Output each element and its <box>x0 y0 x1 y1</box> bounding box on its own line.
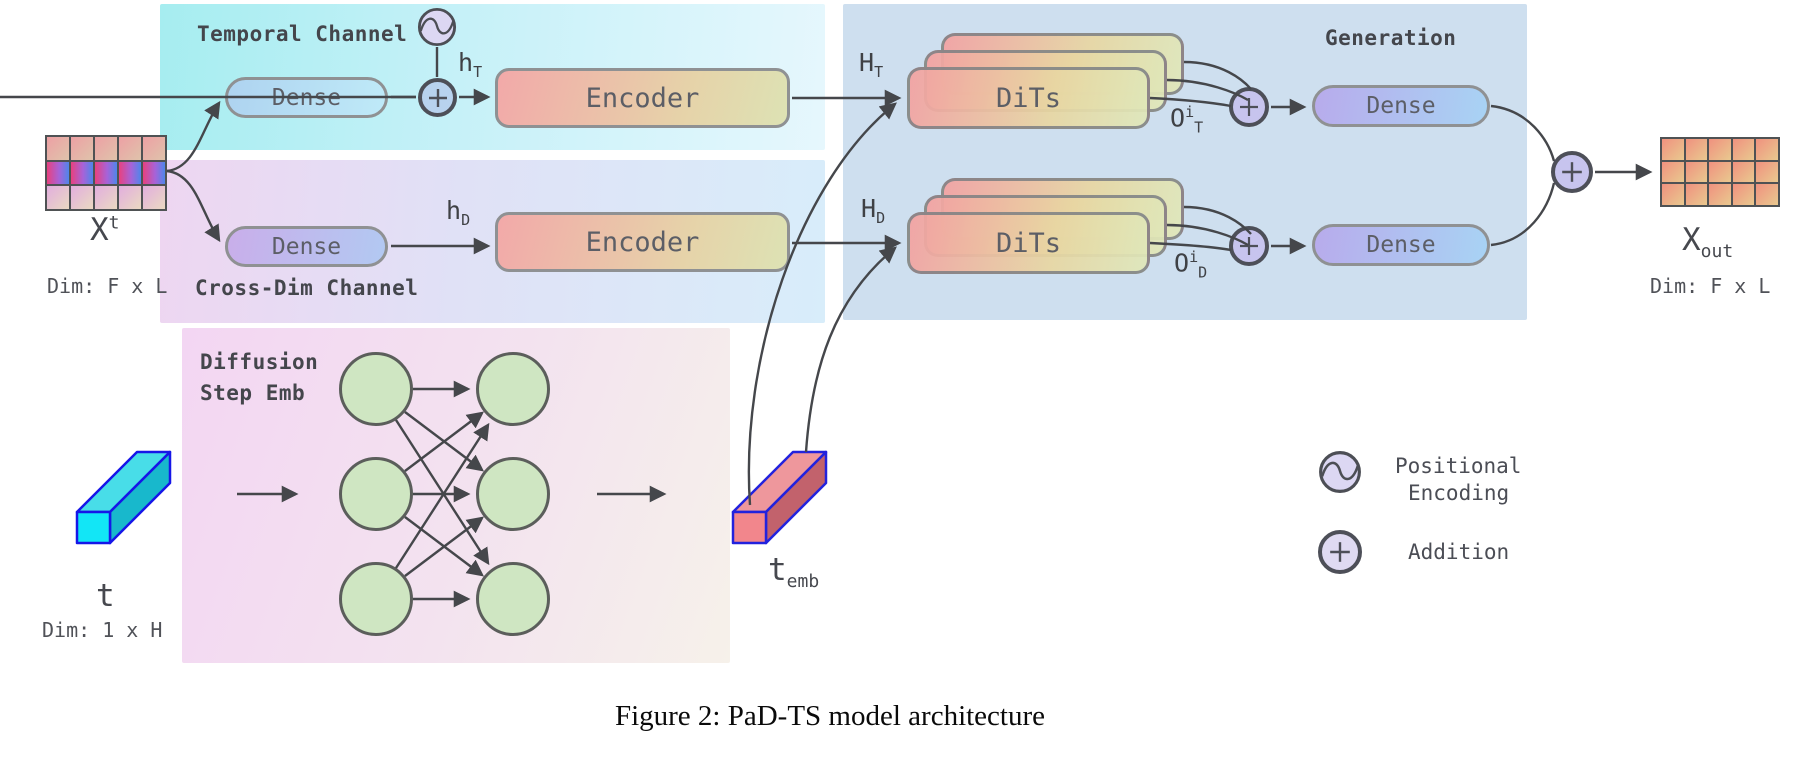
input-grid-cell <box>47 186 69 209</box>
output-grid-cell <box>1685 139 1708 160</box>
mlp-right-node <box>476 562 550 636</box>
dense-gen-bottom-label: Dense <box>1366 232 1436 258</box>
legend-positional-encoding-label-line2: Encoding <box>1408 481 1510 505</box>
output-grid-cell <box>1756 184 1778 205</box>
encoder-crossdim-label: Encoder <box>585 226 700 258</box>
addition-node-final <box>1551 151 1593 193</box>
output-grid-cell <box>1709 184 1731 205</box>
output-grid-cell <box>1709 139 1731 160</box>
dits-temporal-label: DiTs <box>995 82 1062 114</box>
diffusion-title-line2: Step Emb <box>200 381 306 405</box>
dense-temporal-label: Dense <box>271 84 342 111</box>
dits-temporal-node: DiTs <box>907 67 1150 129</box>
input-grid-cell <box>143 161 165 185</box>
mlp-left-node <box>339 352 413 426</box>
output-grid-cell <box>1756 139 1778 160</box>
diffusion-title-line1: Diffusion <box>200 350 319 374</box>
output-grid-cell <box>1685 184 1708 205</box>
dense-crossdim-node: Dense <box>225 226 388 267</box>
input-grid-cell <box>71 186 93 209</box>
H-t-label: HT <box>859 48 884 81</box>
t-emb-label: temb <box>768 552 820 593</box>
h-d-label: hD <box>446 196 471 229</box>
output-grid-cell <box>1709 161 1731 183</box>
input-grid-cell <box>71 137 93 160</box>
encoder-temporal-node: Encoder <box>495 68 790 128</box>
input-grid-cell <box>47 161 69 185</box>
dense-gen-bottom-node: Dense <box>1312 224 1490 266</box>
input-grid-cell <box>95 137 117 160</box>
input-grid-cell <box>95 186 117 209</box>
dense-temporal-node: Dense <box>225 77 388 118</box>
diffusion-step-emb-panel <box>182 328 730 663</box>
input-grid-cell <box>71 161 93 185</box>
input-tensor-grid <box>45 135 167 211</box>
temporal-channel-title: Temporal Channel <box>197 22 408 46</box>
encoder-temporal-label: Encoder <box>585 82 700 114</box>
input-grid-cell <box>119 161 141 185</box>
input-grid-cell <box>47 137 69 160</box>
o-i-d-label: OiD <box>1174 248 1208 282</box>
encoder-crossdim-node: Encoder <box>495 212 790 272</box>
dits-crossdim-label: DiTs <box>995 227 1062 259</box>
dense-crossdim-label: Dense <box>271 233 342 260</box>
input-grid-cell <box>119 186 141 209</box>
h-t-label: hT <box>458 48 483 81</box>
output-dim-label: Dim: F x L <box>1650 274 1771 298</box>
output-label: Xout <box>1682 222 1734 263</box>
o-i-t-label: OiT <box>1170 103 1204 137</box>
t-input-dim-label: Dim: 1 x H <box>42 618 163 642</box>
output-grid-cell <box>1662 139 1684 160</box>
output-grid-cell <box>1662 161 1684 183</box>
plus-icon <box>428 88 447 107</box>
mlp-right-node <box>476 352 550 426</box>
cross-dim-channel-title: Cross-Dim Channel <box>195 276 419 300</box>
output-grid-cell <box>1685 161 1708 183</box>
plus-icon <box>1240 98 1258 116</box>
input-grid-cell <box>119 137 141 160</box>
input-dim-label: Dim: F x L <box>47 274 168 298</box>
mlp-left-node <box>339 562 413 636</box>
H-d-label: HD <box>861 194 886 227</box>
addition-node-temporal <box>418 78 457 117</box>
dits-crossdim-node: DiTs <box>907 212 1150 274</box>
plus-icon <box>1240 237 1258 255</box>
legend-positional-encoding-label-line1: Positional <box>1395 454 1522 478</box>
addition-node-gen-bottom <box>1229 226 1269 266</box>
t-input-bar <box>75 450 172 545</box>
t-input-label: t <box>96 578 115 614</box>
legend-addition-label: Addition <box>1408 540 1510 564</box>
output-grid-cell <box>1756 161 1778 183</box>
input-grid-cell <box>143 137 165 160</box>
t-emb-bar <box>731 450 828 545</box>
generation-title: Generation <box>1325 26 1457 50</box>
plus-icon <box>1330 542 1350 562</box>
mlp-left-node <box>339 457 413 531</box>
input-grid-cell <box>143 186 165 209</box>
output-grid-cell <box>1662 184 1684 205</box>
input-grid-cell <box>95 161 117 185</box>
mlp-right-node <box>476 457 550 531</box>
input-label: Xt <box>90 212 120 248</box>
addition-node-gen-top <box>1229 87 1269 127</box>
output-grid-cell <box>1732 184 1755 205</box>
legend-addition-icon <box>1318 530 1362 574</box>
output-grid-cell <box>1732 139 1755 160</box>
legend-positional-encoding-icon <box>1319 451 1361 493</box>
output-tensor-grid <box>1660 137 1780 207</box>
dense-gen-top-label: Dense <box>1366 93 1436 119</box>
dense-gen-top-node: Dense <box>1312 85 1490 127</box>
output-grid-cell <box>1732 161 1755 183</box>
positional-encoding-icon <box>417 7 457 47</box>
figure-caption: Figure 2: PaD-TS model architecture <box>614 700 1046 732</box>
plus-icon <box>1562 162 1582 182</box>
